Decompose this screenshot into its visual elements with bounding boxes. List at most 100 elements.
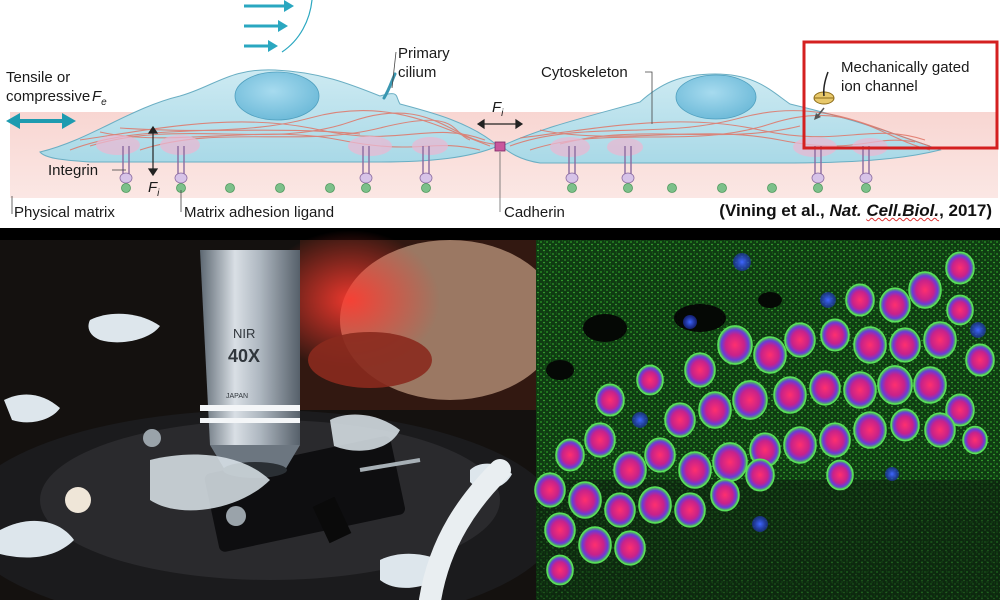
neuron-cell: [843, 371, 877, 409]
neuron-cell: [732, 380, 768, 420]
label-tensile: Tensile or: [6, 69, 70, 86]
neuron-cell: [962, 425, 988, 455]
integrin-head: [621, 172, 635, 184]
separator-bar: [0, 228, 1000, 240]
neuron-cell: [717, 325, 753, 365]
bound-ligand-bead: [361, 183, 371, 193]
neuron-cell: [877, 365, 913, 405]
neuron-cell: [678, 451, 712, 489]
neuron-cell: [568, 481, 602, 519]
fi-vertical-arrow: [147, 125, 159, 177]
label-primary: Primary: [398, 45, 450, 62]
left-nucleus: [234, 71, 320, 121]
integrin-group: [119, 146, 873, 193]
neuron-cell: [712, 442, 748, 482]
neuron-cell: [809, 370, 841, 406]
integrin-head: [174, 172, 188, 184]
neuron-cell: [783, 426, 817, 464]
neuron-cell: [879, 287, 911, 323]
bound-ligand-bead: [623, 183, 633, 193]
integrin-stalk: [862, 146, 870, 176]
neuron-cell: [578, 526, 612, 564]
integrin-stalk: [422, 146, 430, 176]
bound-ligand-bead: [861, 183, 871, 193]
neuron-cell: [664, 402, 696, 438]
neuron-cell: [923, 321, 957, 359]
label-mechanically-gated: Mechanically gated: [841, 59, 969, 76]
label-integrin: Integrin: [48, 162, 98, 179]
bound-ligand-bead: [813, 183, 823, 193]
integrin-head: [119, 172, 133, 184]
matrix-ligands: [225, 183, 777, 193]
neuron-cell: [604, 492, 636, 528]
label-cilium: cilium: [398, 64, 436, 81]
lens-text-40x: 40X: [228, 346, 260, 366]
neuron-cell: [773, 376, 807, 414]
neuron-cell: [946, 294, 974, 326]
integrin-stalk: [177, 146, 185, 176]
neuron-cell: [945, 251, 975, 285]
neuron-cell: [644, 437, 676, 473]
neuron-cell: [945, 393, 975, 427]
label-cadherin: Cadherin: [504, 204, 565, 221]
neuron-cell: [845, 283, 875, 317]
lens-text-nir: NIR: [233, 326, 255, 341]
fi-intercellular-arrow: [476, 118, 524, 130]
bound-ligand-bead: [567, 183, 577, 193]
neuron-cell: [784, 322, 816, 358]
integrin-stalk: [568, 146, 576, 176]
integrin-head: [419, 172, 433, 184]
neuron-cell: [636, 364, 664, 396]
neuron-cell: [924, 412, 956, 448]
integrin-stalk: [814, 146, 822, 176]
neuron-cell: [595, 383, 625, 417]
integrin-stalk: [362, 146, 370, 176]
neuron-cell: [889, 327, 921, 363]
mechanobiology-diagram: Tensile or compressive Fe Primary cilium…: [0, 0, 1000, 228]
label-physical-matrix: Physical matrix: [14, 204, 115, 221]
neuron-cell-cluster: [534, 251, 995, 586]
neuron-cell: [753, 336, 787, 374]
label-compressive: compressive: [6, 88, 90, 105]
neuron-cell: [853, 411, 887, 449]
neuron-cell: [819, 422, 851, 458]
label-ion-channel: ion channel: [841, 78, 918, 95]
fluid-shear-arrows: [244, 0, 294, 52]
citation-text: (Vining et al., Nat. Cell.Biol., 2017): [719, 201, 992, 220]
neuron-cell: [584, 422, 616, 458]
neuron-cell: [546, 554, 574, 586]
neuron-cell: [913, 366, 947, 404]
neuron-cell: [745, 458, 775, 492]
neuron-cell: [820, 318, 850, 352]
primary-cilium: [382, 72, 397, 100]
label-leader-lines: [11, 51, 653, 214]
integrin-head: [359, 172, 373, 184]
integrin-head: [859, 172, 873, 184]
blue-nuclei: [632, 253, 986, 532]
label-fi-intercellular: Fi: [492, 99, 504, 119]
lens-text-japan: JAPAN: [226, 393, 248, 400]
shear-flow-profile: [281, 0, 313, 53]
neuron-cell: [853, 326, 887, 364]
bound-ligand-bead: [121, 183, 131, 193]
fluorescence-tissue-photo: [534, 240, 1000, 600]
neuron-cell: [710, 478, 740, 512]
neuron-cell: [890, 408, 920, 442]
label-fi-vertical: Fi: [148, 179, 160, 199]
right-nucleus: [675, 74, 757, 120]
fe-external-arrow: [6, 113, 76, 129]
microscope-objective-photo: NIR 40X JAPAN: [0, 230, 560, 600]
integrin-stalk: [122, 146, 130, 176]
bound-ligand-bead: [421, 183, 431, 193]
label-fe: Fe: [92, 88, 107, 108]
integrin-head: [565, 172, 579, 184]
neuron-cell: [613, 451, 647, 489]
neuron-cell: [684, 352, 716, 388]
label-cytoskeleton: Cytoskeleton: [541, 64, 628, 81]
mechanically-gated-ion-channel: [813, 71, 835, 120]
neuron-cell: [555, 438, 585, 472]
cadherin-junction: [494, 141, 506, 152]
label-matrix-adhesion-ligand: Matrix adhesion ligand: [184, 204, 334, 221]
neuron-cell: [908, 271, 942, 309]
